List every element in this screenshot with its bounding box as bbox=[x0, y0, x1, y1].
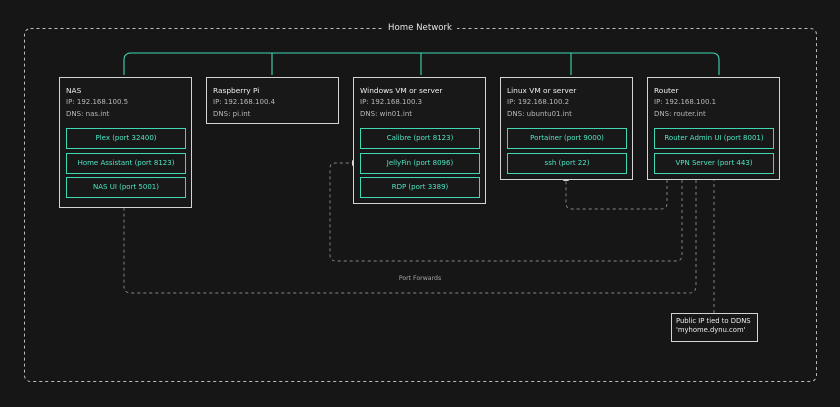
service-vpn: VPN Server (port 443) bbox=[654, 153, 774, 174]
node-router: Router IP: 192.168.100.1 DNS: router.int… bbox=[647, 77, 780, 180]
public-ip-box: Public IP tied to DDNS 'myhome.dynu.com' bbox=[671, 313, 758, 342]
node-title: Windows VM or server bbox=[360, 86, 443, 95]
node-ip: IP: 192.168.100.3 bbox=[360, 98, 423, 106]
node-linux-vm: Linux VM or server IP: 192.168.100.2 DNS… bbox=[500, 77, 633, 180]
node-ip: IP: 192.168.100.2 bbox=[507, 98, 570, 106]
network-bus bbox=[123, 52, 720, 75]
port-forward-ssh bbox=[565, 178, 668, 210]
node-title: Raspberry Pi bbox=[213, 86, 260, 95]
service-jellyfin: JellyFin (port 8096) bbox=[360, 153, 480, 174]
service-portainer: Portainer (port 9000) bbox=[507, 128, 627, 149]
node-title: Router bbox=[654, 86, 679, 95]
node-nas: NAS IP: 192.168.100.5 DNS: nas.int Plex … bbox=[59, 77, 192, 208]
public-ip-line-2: 'myhome.dynu.com' bbox=[676, 326, 746, 334]
node-ip: IP: 192.168.100.4 bbox=[213, 98, 276, 106]
service-rdp: RDP (port 3389) bbox=[360, 177, 480, 198]
port-forwards-label: Port Forwards bbox=[398, 275, 442, 282]
node-windows-vm: Windows VM or server IP: 192.168.100.3 D… bbox=[353, 77, 486, 204]
node-dns: DNS: router.int bbox=[654, 110, 706, 118]
node-raspberry-pi: Raspberry Pi IP: 192.168.100.4 DNS: pi.i… bbox=[206, 77, 339, 124]
service-ssh: ssh (port 22) bbox=[507, 153, 627, 174]
port-forward-nas bbox=[123, 180, 697, 294]
service-calibre: Calibre (port 8123) bbox=[360, 128, 480, 149]
service-plex: Plex (port 32400) bbox=[66, 128, 186, 149]
network-title: Home Network bbox=[383, 22, 457, 34]
node-dns: DNS: win01.int bbox=[360, 110, 413, 118]
node-dns: DNS: ubuntu01.int bbox=[507, 110, 572, 118]
public-ip-line-1: Public IP tied to DDNS bbox=[676, 317, 751, 325]
node-ip: IP: 192.168.100.1 bbox=[654, 98, 717, 106]
node-dns: DNS: nas.int bbox=[66, 110, 110, 118]
node-title: Linux VM or server bbox=[507, 86, 577, 95]
service-nas-ui: NAS UI (port 5001) bbox=[66, 177, 186, 198]
port-forward-jellyfin bbox=[329, 162, 683, 262]
node-ip: IP: 192.168.100.5 bbox=[66, 98, 129, 106]
service-router-admin: Router Admin UI (port 8001) bbox=[654, 128, 774, 149]
node-dns: DNS: pi.int bbox=[213, 110, 251, 118]
service-home-assistant: Home Assistant (port 8123) bbox=[66, 153, 186, 174]
node-title: NAS bbox=[66, 86, 82, 95]
